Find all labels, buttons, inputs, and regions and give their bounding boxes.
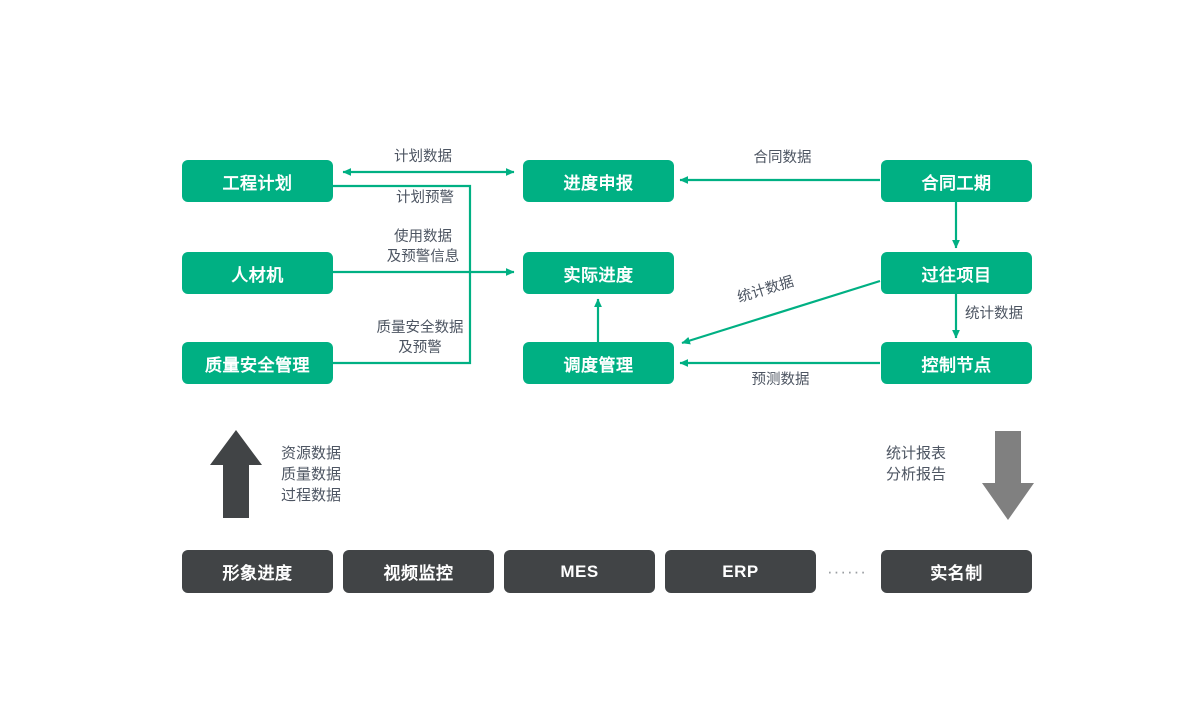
node-label: 调度管理 <box>563 355 634 375</box>
node-engineering-plan[interactable]: 工程计划 <box>182 160 333 202</box>
flow-label-downward: 统计报表 分析报告 <box>886 445 947 483</box>
node-label: 人材机 <box>231 265 284 285</box>
flow-label-upward: 资源数据 质量数据 过程数据 <box>281 445 342 504</box>
edge-label-quality-safety-data: 质量安全数据 及预警 <box>376 320 464 356</box>
node-dispatch-management[interactable]: 调度管理 <box>523 342 674 384</box>
node-label: 工程计划 <box>222 173 293 193</box>
node-label: 实际进度 <box>563 265 634 285</box>
node-actual-progress[interactable]: 实际进度 <box>523 252 674 294</box>
node-contract-duration[interactable]: 合同工期 <box>881 160 1032 202</box>
node-progress-declaration[interactable]: 进度申报 <box>523 160 674 202</box>
node-quality-safety-management[interactable]: 质量安全管理 <box>182 342 333 384</box>
node-label: 过往项目 <box>921 265 992 285</box>
node-label: 进度申报 <box>563 173 634 193</box>
downward-flow-arrow <box>982 431 1034 520</box>
edge-label-forecast-data: 预测数据 <box>751 372 810 388</box>
edge-label-usage-data: 使用数据 及预警信息 <box>386 229 460 265</box>
ellipsis-indicator: ······ <box>827 562 867 581</box>
upward-flow-arrow <box>210 430 262 518</box>
source-system-label: 实名制 <box>930 564 983 583</box>
source-system-video-monitoring[interactable]: 视频监控 <box>343 550 494 593</box>
node-manpower-machine[interactable]: 人材机 <box>182 252 333 294</box>
edge-label-contract-data: 合同数据 <box>753 150 812 166</box>
source-system-erp[interactable]: ERP <box>665 550 816 593</box>
source-system-mes[interactable]: MES <box>504 550 655 593</box>
source-system-label: ERP <box>722 561 759 581</box>
source-system-label: 视频监控 <box>383 564 454 583</box>
edge-label-statistics-vertical: 统计数据 <box>965 306 1023 322</box>
edge-label-plan-data: 计划数据 <box>394 149 452 165</box>
node-label: 质量安全管理 <box>205 355 310 375</box>
edge-label-plan-warning: 计划预警 <box>396 190 454 206</box>
node-past-projects[interactable]: 过往项目 <box>881 252 1032 294</box>
source-system-xiangxiangjindu[interactable]: 形象进度 <box>182 550 333 593</box>
node-label: 合同工期 <box>921 173 992 193</box>
edge-label-statistics-diagonal: 统计数据 <box>735 273 796 307</box>
node-control-node[interactable]: 控制节点 <box>881 342 1032 384</box>
source-system-label: 形象进度 <box>222 564 293 583</box>
source-system-real-name-system[interactable]: 实名制 <box>881 550 1032 593</box>
node-label: 控制节点 <box>921 355 992 375</box>
source-system-label: MES <box>560 561 599 581</box>
